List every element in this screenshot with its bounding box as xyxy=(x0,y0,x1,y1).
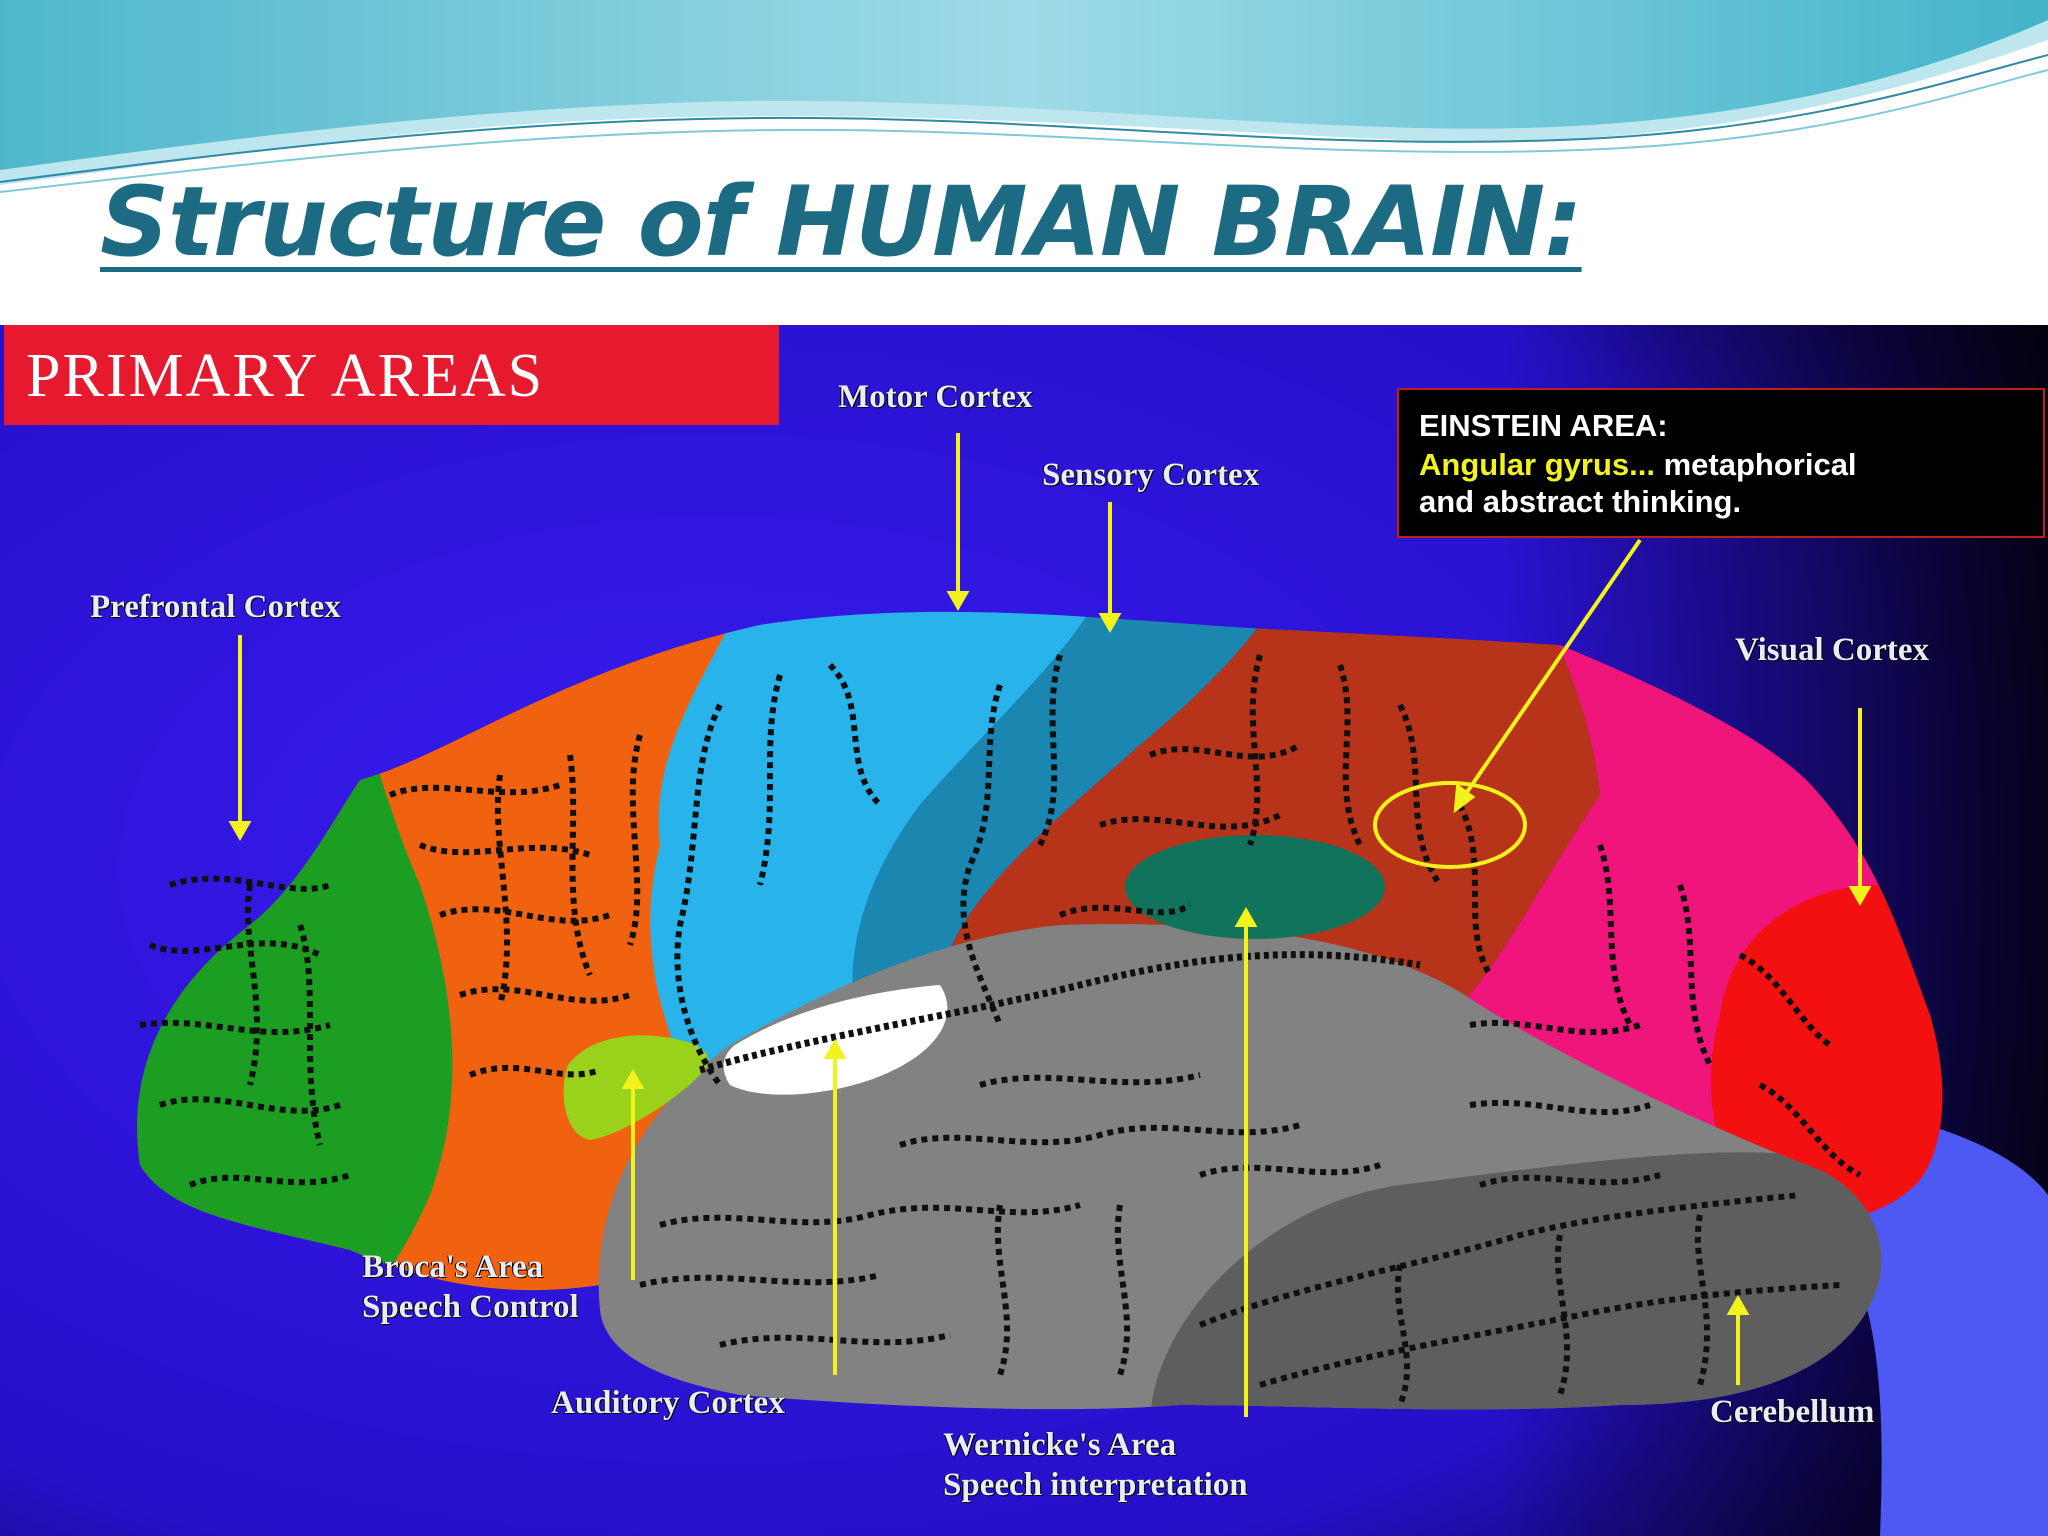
lateral-fissure xyxy=(699,951,1421,1074)
einstein-rest: metaphorical xyxy=(1654,447,1857,482)
label-brocas-area: Broca's Area Speech Control xyxy=(362,1247,579,1327)
label-brocas-line2: Speech Control xyxy=(362,1289,579,1325)
brain-illustration xyxy=(0,325,2048,1536)
einstein-line1: Angular gyrus... metaphorical xyxy=(1419,447,1857,483)
label-auditory-cortex: Auditory Cortex xyxy=(551,1385,785,1421)
primary-areas-label: PRIMARY AREAS xyxy=(26,342,545,410)
pointer-lines xyxy=(228,433,1872,1417)
label-sensory-cortex: Sensory Cortex xyxy=(1042,457,1260,493)
einstein-heading: EINSTEIN AREA: xyxy=(1419,408,1668,443)
wernickes-region xyxy=(1125,835,1385,939)
label-wernickes-line1: Wernicke's Area xyxy=(943,1427,1177,1463)
label-visual-cortex: Visual Cortex xyxy=(1735,632,1930,668)
label-cerebellum: Cerebellum xyxy=(1710,1394,1875,1430)
slide-header: Structure of HUMAN BRAIN: xyxy=(0,0,2048,325)
label-motor-cortex: Motor Cortex xyxy=(838,379,1033,415)
brain-sulci xyxy=(139,654,1862,1407)
primary-areas-badge: PRIMARY AREAS xyxy=(4,325,779,425)
label-wernickes-area: Wernicke's Area Speech interpretation xyxy=(943,1425,1248,1505)
label-prefrontal-cortex: Prefrontal Cortex xyxy=(90,589,341,625)
angular-gyrus-marker xyxy=(1373,781,1527,869)
label-brocas-line1: Broca's Area xyxy=(362,1249,544,1285)
wave-front xyxy=(0,0,2048,170)
sensory-cortex-region xyxy=(852,611,1280,1245)
einstein-area-box: EINSTEIN AREA: Angular gyrus... metaphor… xyxy=(1397,388,2045,538)
brain-diagram: PRIMARY AREAS Motor Cortex Sensory Corte… xyxy=(0,325,2048,1536)
wave-line xyxy=(0,54,2048,183)
label-wernickes-line2: Speech interpretation xyxy=(943,1467,1248,1503)
einstein-highlight: Angular gyrus... xyxy=(1419,447,1655,482)
cerebellum-region xyxy=(1150,1152,1882,1410)
wave-line-2 xyxy=(0,69,2048,193)
slide-title: Structure of HUMAN BRAIN: xyxy=(100,166,1583,278)
wave-banner xyxy=(0,0,2048,193)
einstein-line2: and abstract thinking. xyxy=(1419,484,1742,519)
